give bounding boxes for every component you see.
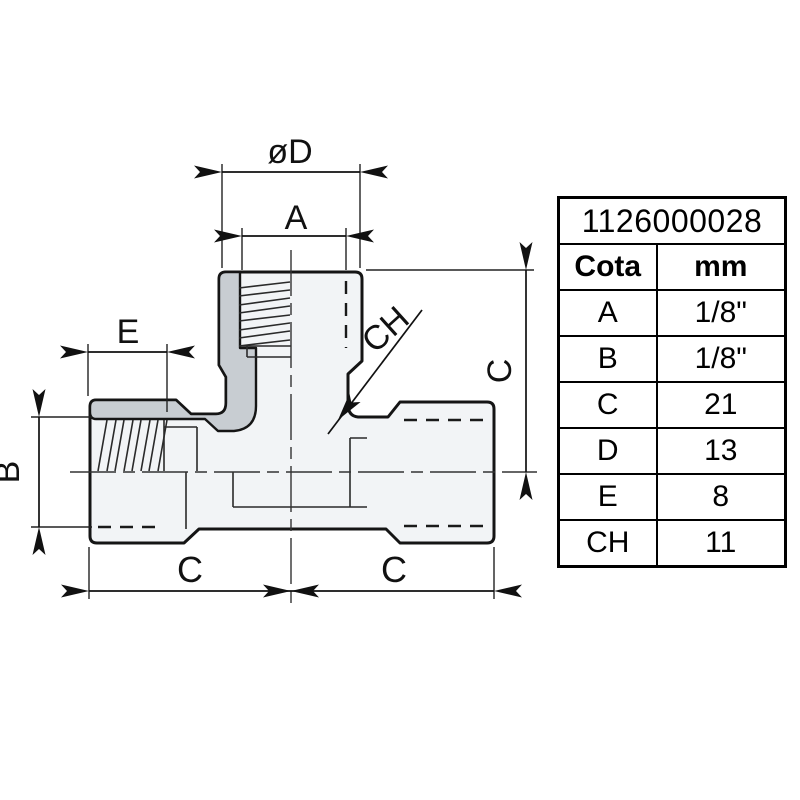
table-row: C 21 [557,381,787,429]
dim-ch-label: CH [355,299,417,360]
dim-key: C [557,381,658,429]
centerlines [70,250,537,607]
part-number: 1126000028 [557,196,787,245]
table-header-row: Cota mm [557,243,787,291]
internal-edges [163,345,367,529]
table-row: CH 11 [557,519,787,568]
dimension-table: 1126000028 Cota mm A 1/8" B 1/8" C 21 D … [557,196,787,568]
dim-c-bottom-left-label: C [177,549,203,590]
thread-hatch-top-branch [238,281,291,347]
dim-value: 13 [655,427,787,475]
dim-value: 1/8" [655,335,787,383]
dimension-lines [32,165,533,598]
table-row: 1126000028 [557,196,787,245]
col-header-mm: mm [655,243,787,291]
dim-key: D [557,427,658,475]
dim-value: 21 [655,381,787,429]
dim-d-label: øD [267,133,312,171]
dim-b-label: B [0,461,27,484]
table-row: A 1/8" [557,289,787,337]
dim-value: 11 [655,519,787,568]
dim-key: B [557,335,658,383]
dim-e-label: E [117,313,140,351]
dim-value: 1/8" [655,289,787,337]
dim-key: E [557,473,658,521]
thread-hatch-left-arm [97,419,168,472]
dim-value: 8 [655,473,787,521]
dim-key: CH [557,519,658,568]
table-row: D 13 [557,427,787,475]
dim-key: A [557,289,658,337]
col-header-cota: Cota [557,243,658,291]
hidden-lines [98,281,489,529]
table-row: E 8 [557,473,787,521]
ch-leader-arrowhead [338,393,361,420]
dim-c-bottom-right-label: C [381,549,407,590]
dim-a-label: A [285,199,308,237]
dim-c-right-label: C [481,359,519,384]
table-row: B 1/8" [557,335,787,383]
